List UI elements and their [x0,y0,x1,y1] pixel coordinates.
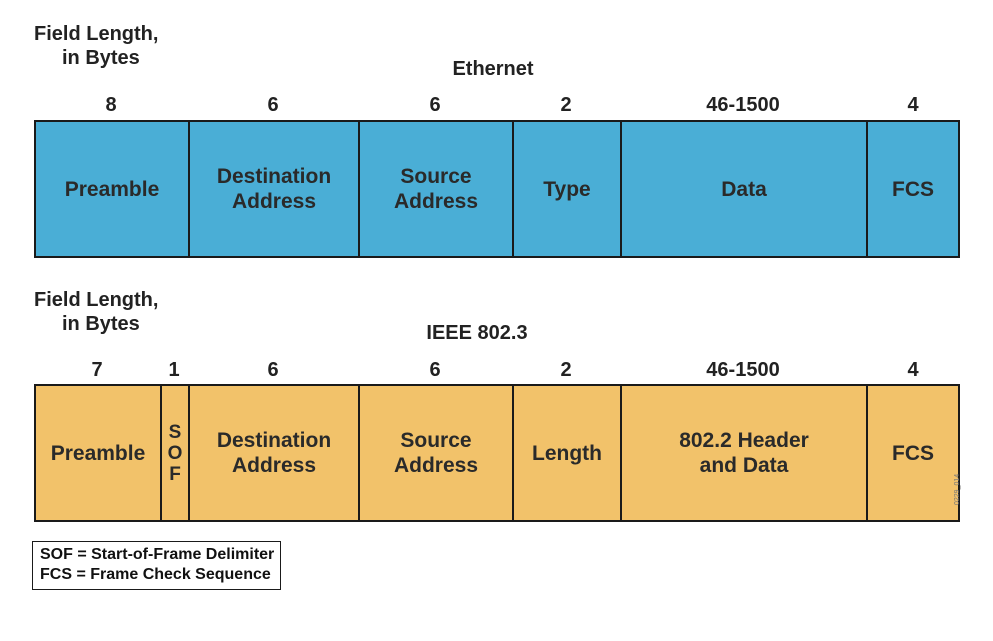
ieee-field-fcs: FCS [868,386,958,520]
field-length-line-1: Field Length, [34,23,159,45]
ieee-field-source-address: Source Address [360,386,514,520]
ethernet-len-source: 6 [429,94,441,116]
ieee-len-source: 6 [429,359,441,381]
ethernet-field-type: Type [514,122,622,256]
ethernet-field-preamble: Preamble [36,122,190,256]
field-length-line-2: in Bytes [62,313,140,335]
ethernet-len-destination: 6 [267,94,279,116]
ieee-field-header-and-data: 802.2 Header and Data [622,386,868,520]
ieee-len-data: 46-1500 [706,359,780,381]
ethernet-field-data: Data [622,122,868,256]
ieee-field-destination-address: Destination Address [190,386,360,520]
ieee-field-preamble: Preamble [36,386,162,520]
ieee-field-length: Length [514,386,622,520]
ethernet-len-data: 46-1500 [706,94,780,116]
ethernet-field-fcs: FCS [868,122,958,256]
ethernet-frame: Preamble Destination Address Source Addr… [34,120,960,258]
ieee-len-fcs: 4 [907,359,919,381]
figure-id: 0229_014 [954,473,961,505]
field-length-line-2: in Bytes [62,47,140,69]
ieee-field-length-label: Field Length, in Bytes [34,288,158,336]
legend: SOF = Start-of-Frame Delimiter FCS = Fra… [32,541,282,590]
ethernet-field-source-address: Source Address [360,122,514,256]
field-length-line-1: Field Length, [34,289,159,311]
ieee-len-destination: 6 [267,359,279,381]
ethernet-len-preamble: 8 [105,94,117,116]
ethernet-field-length-label: Field Length, in Bytes [34,22,158,70]
ieee-field-sof: S O F [162,386,190,520]
ieee-len-sof: 1 [168,359,180,381]
ieee-title: IEEE 802.3 [426,322,528,344]
ieee-len-length: 2 [560,359,572,381]
ieee-len-preamble: 7 [91,359,103,381]
legend-sof: SOF = Start-of-Frame Delimiter [40,546,275,563]
ethernet-len-type: 2 [560,94,572,116]
legend-fcs: FCS = Frame Check Sequence [40,566,271,583]
ethernet-title: Ethernet [452,58,534,80]
ieee-frame: Preamble S O F Destination Address Sourc… [34,384,960,522]
ethernet-len-fcs: 4 [907,94,919,116]
ethernet-field-destination-address: Destination Address [190,122,360,256]
